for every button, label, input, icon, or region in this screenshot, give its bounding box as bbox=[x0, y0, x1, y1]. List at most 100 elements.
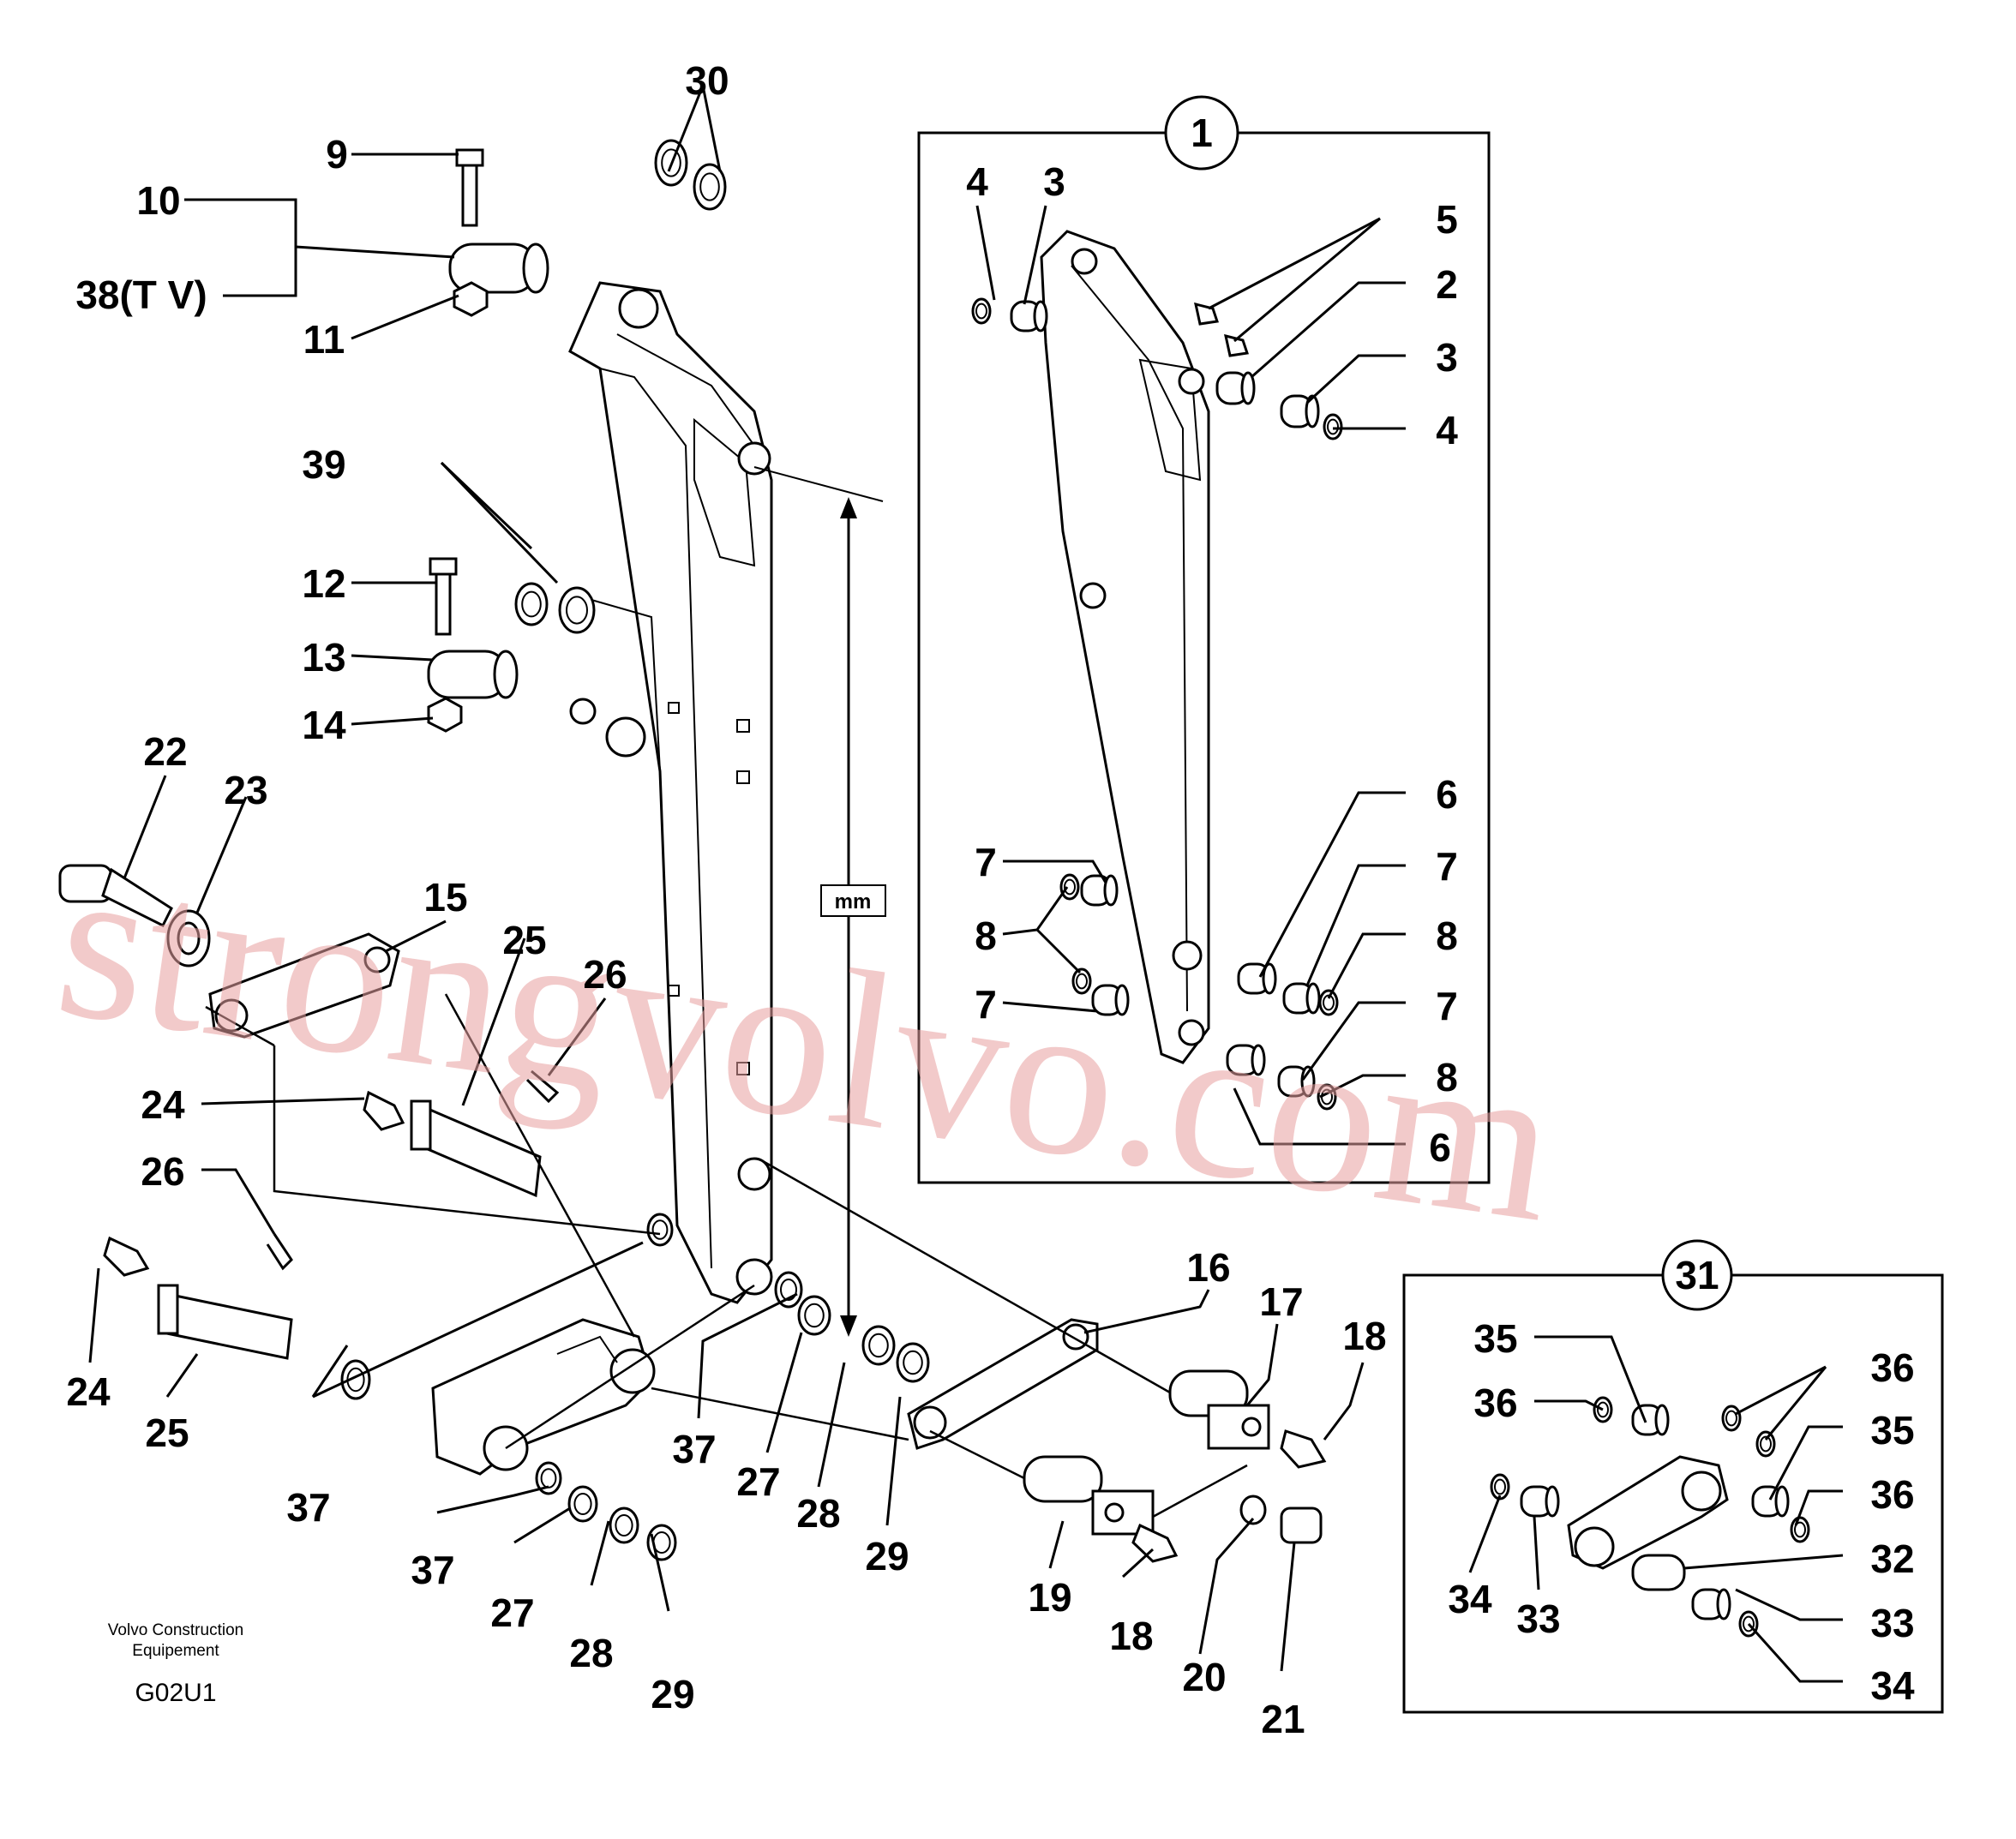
callout-25a: 25 bbox=[502, 918, 546, 962]
callout-27b: 27 bbox=[490, 1590, 534, 1635]
pin-13 bbox=[427, 650, 519, 699]
seal-ring-30b-bore bbox=[699, 172, 720, 201]
dimension-label: mm bbox=[835, 890, 872, 914]
callout-35a: 35 bbox=[1473, 1316, 1517, 1361]
pin-25a bbox=[410, 1099, 542, 1198]
pin-6a-end bbox=[1262, 962, 1277, 995]
grease-fittings-5 bbox=[1194, 302, 1249, 357]
inset-badge-31 bbox=[1661, 1239, 1733, 1311]
callout-36b: 36 bbox=[1870, 1345, 1914, 1390]
footer: Volvo Construction Equipement G02U1 bbox=[108, 1621, 243, 1707]
bolt-21 bbox=[1280, 1507, 1323, 1544]
callout-29b: 29 bbox=[651, 1672, 694, 1716]
pin-10 bbox=[448, 243, 549, 294]
callout-27a: 27 bbox=[736, 1459, 780, 1504]
seal-ring-39a-bore bbox=[521, 590, 542, 618]
seal-ring-39b-bore bbox=[566, 596, 588, 625]
ring-8a-bore bbox=[1064, 878, 1076, 896]
callout-18b: 18 bbox=[1109, 1614, 1153, 1658]
callout-6a: 6 bbox=[1436, 772, 1458, 817]
ring-36b-bore bbox=[1725, 1410, 1737, 1427]
ring-36d-bore bbox=[1794, 1521, 1806, 1538]
bushing-3b-end bbox=[1305, 394, 1320, 428]
callout-29a: 29 bbox=[865, 1534, 909, 1578]
callout-25b: 25 bbox=[145, 1411, 189, 1455]
seal-ring-39a bbox=[514, 582, 549, 626]
nut-14 bbox=[427, 697, 463, 733]
pin-19 bbox=[1023, 1455, 1155, 1536]
seal-ring-39b bbox=[558, 586, 596, 634]
callout-28a: 28 bbox=[796, 1491, 840, 1536]
callout-37c: 37 bbox=[672, 1427, 716, 1471]
shim-27b-bore bbox=[573, 1493, 592, 1515]
bolt-12 bbox=[429, 557, 458, 636]
bolt-9 bbox=[455, 148, 484, 227]
bolt-22 bbox=[58, 864, 173, 928]
callout-9: 9 bbox=[326, 132, 348, 177]
callout-16: 16 bbox=[1186, 1245, 1230, 1290]
ring-34a-bore bbox=[1494, 1478, 1506, 1495]
dimension-label-box bbox=[820, 884, 886, 917]
inset-link-31 bbox=[1567, 1455, 1729, 1570]
o-ring-37b bbox=[340, 1359, 371, 1400]
callout-7d: 7 bbox=[1436, 984, 1458, 1028]
callout-1: 1 bbox=[1191, 111, 1213, 155]
ring-8c-bore bbox=[1323, 994, 1335, 1011]
ring-8b bbox=[1071, 967, 1092, 995]
bushing-7a-end bbox=[1103, 874, 1119, 907]
ring-8b-bore bbox=[1076, 973, 1088, 990]
callout-24a: 24 bbox=[141, 1082, 185, 1127]
callout-5: 5 bbox=[1436, 197, 1458, 242]
o-ring-37c bbox=[535, 1461, 562, 1495]
fitting-18b bbox=[1131, 1523, 1179, 1563]
callout-26b: 26 bbox=[141, 1149, 184, 1194]
callout-28b: 28 bbox=[569, 1631, 613, 1675]
pin-25b bbox=[157, 1284, 293, 1360]
dipper-arm bbox=[568, 281, 773, 1304]
bushing-3a-end bbox=[1033, 300, 1048, 332]
callout-14: 14 bbox=[302, 703, 346, 747]
cotter-26b bbox=[266, 1233, 293, 1271]
callout-10: 10 bbox=[136, 178, 180, 223]
callout-39: 39 bbox=[302, 442, 345, 487]
fitting-18a bbox=[1280, 1429, 1327, 1469]
ring-36c-bore bbox=[1760, 1435, 1772, 1453]
o-ring-37a bbox=[646, 1213, 674, 1247]
callout-22: 22 bbox=[143, 729, 187, 774]
callout-3a: 3 bbox=[1043, 159, 1065, 204]
washer-23 bbox=[166, 909, 211, 967]
callout-26a: 26 bbox=[583, 952, 627, 997]
callout-20: 20 bbox=[1182, 1655, 1226, 1699]
inset-arm bbox=[1040, 230, 1210, 1064]
callout-19: 19 bbox=[1028, 1575, 1071, 1620]
nut-11 bbox=[453, 281, 489, 317]
bushing-35a-end bbox=[1654, 1404, 1670, 1436]
callout-30: 30 bbox=[685, 58, 729, 103]
ring-4a bbox=[971, 297, 992, 325]
callout-3b: 3 bbox=[1436, 335, 1458, 380]
inset-pin-32 bbox=[1631, 1554, 1686, 1591]
callout-7c: 7 bbox=[975, 982, 997, 1027]
callout-8b: 8 bbox=[1436, 914, 1458, 958]
callout-31: 31 bbox=[1675, 1253, 1719, 1297]
callout-34b: 34 bbox=[1870, 1663, 1915, 1708]
link-16 bbox=[907, 1318, 1099, 1450]
ring-36c bbox=[1755, 1430, 1776, 1458]
callout-labels: 1 31 30 9 10 38(T V) 11 39 12 13 14 22 2… bbox=[66, 58, 1915, 1741]
shim-28b-bore bbox=[615, 1514, 633, 1536]
ring-4b bbox=[1323, 413, 1343, 440]
callout-8c: 8 bbox=[1436, 1055, 1458, 1099]
callout-15: 15 bbox=[423, 875, 467, 919]
link-37-yoke bbox=[431, 1318, 656, 1476]
callout-2: 2 bbox=[1436, 262, 1458, 307]
callout-4a: 4 bbox=[966, 159, 988, 204]
bushing-7c-end bbox=[1114, 984, 1130, 1016]
callout-24b: 24 bbox=[66, 1369, 111, 1414]
callout-18a: 18 bbox=[1342, 1314, 1386, 1358]
callout-11: 11 bbox=[303, 317, 345, 362]
callout-37b: 37 bbox=[411, 1548, 454, 1592]
callout-36c: 36 bbox=[1870, 1472, 1914, 1517]
shim-28b bbox=[609, 1507, 639, 1544]
callout-37a: 37 bbox=[286, 1485, 330, 1530]
seal-ring-30b bbox=[693, 163, 727, 211]
